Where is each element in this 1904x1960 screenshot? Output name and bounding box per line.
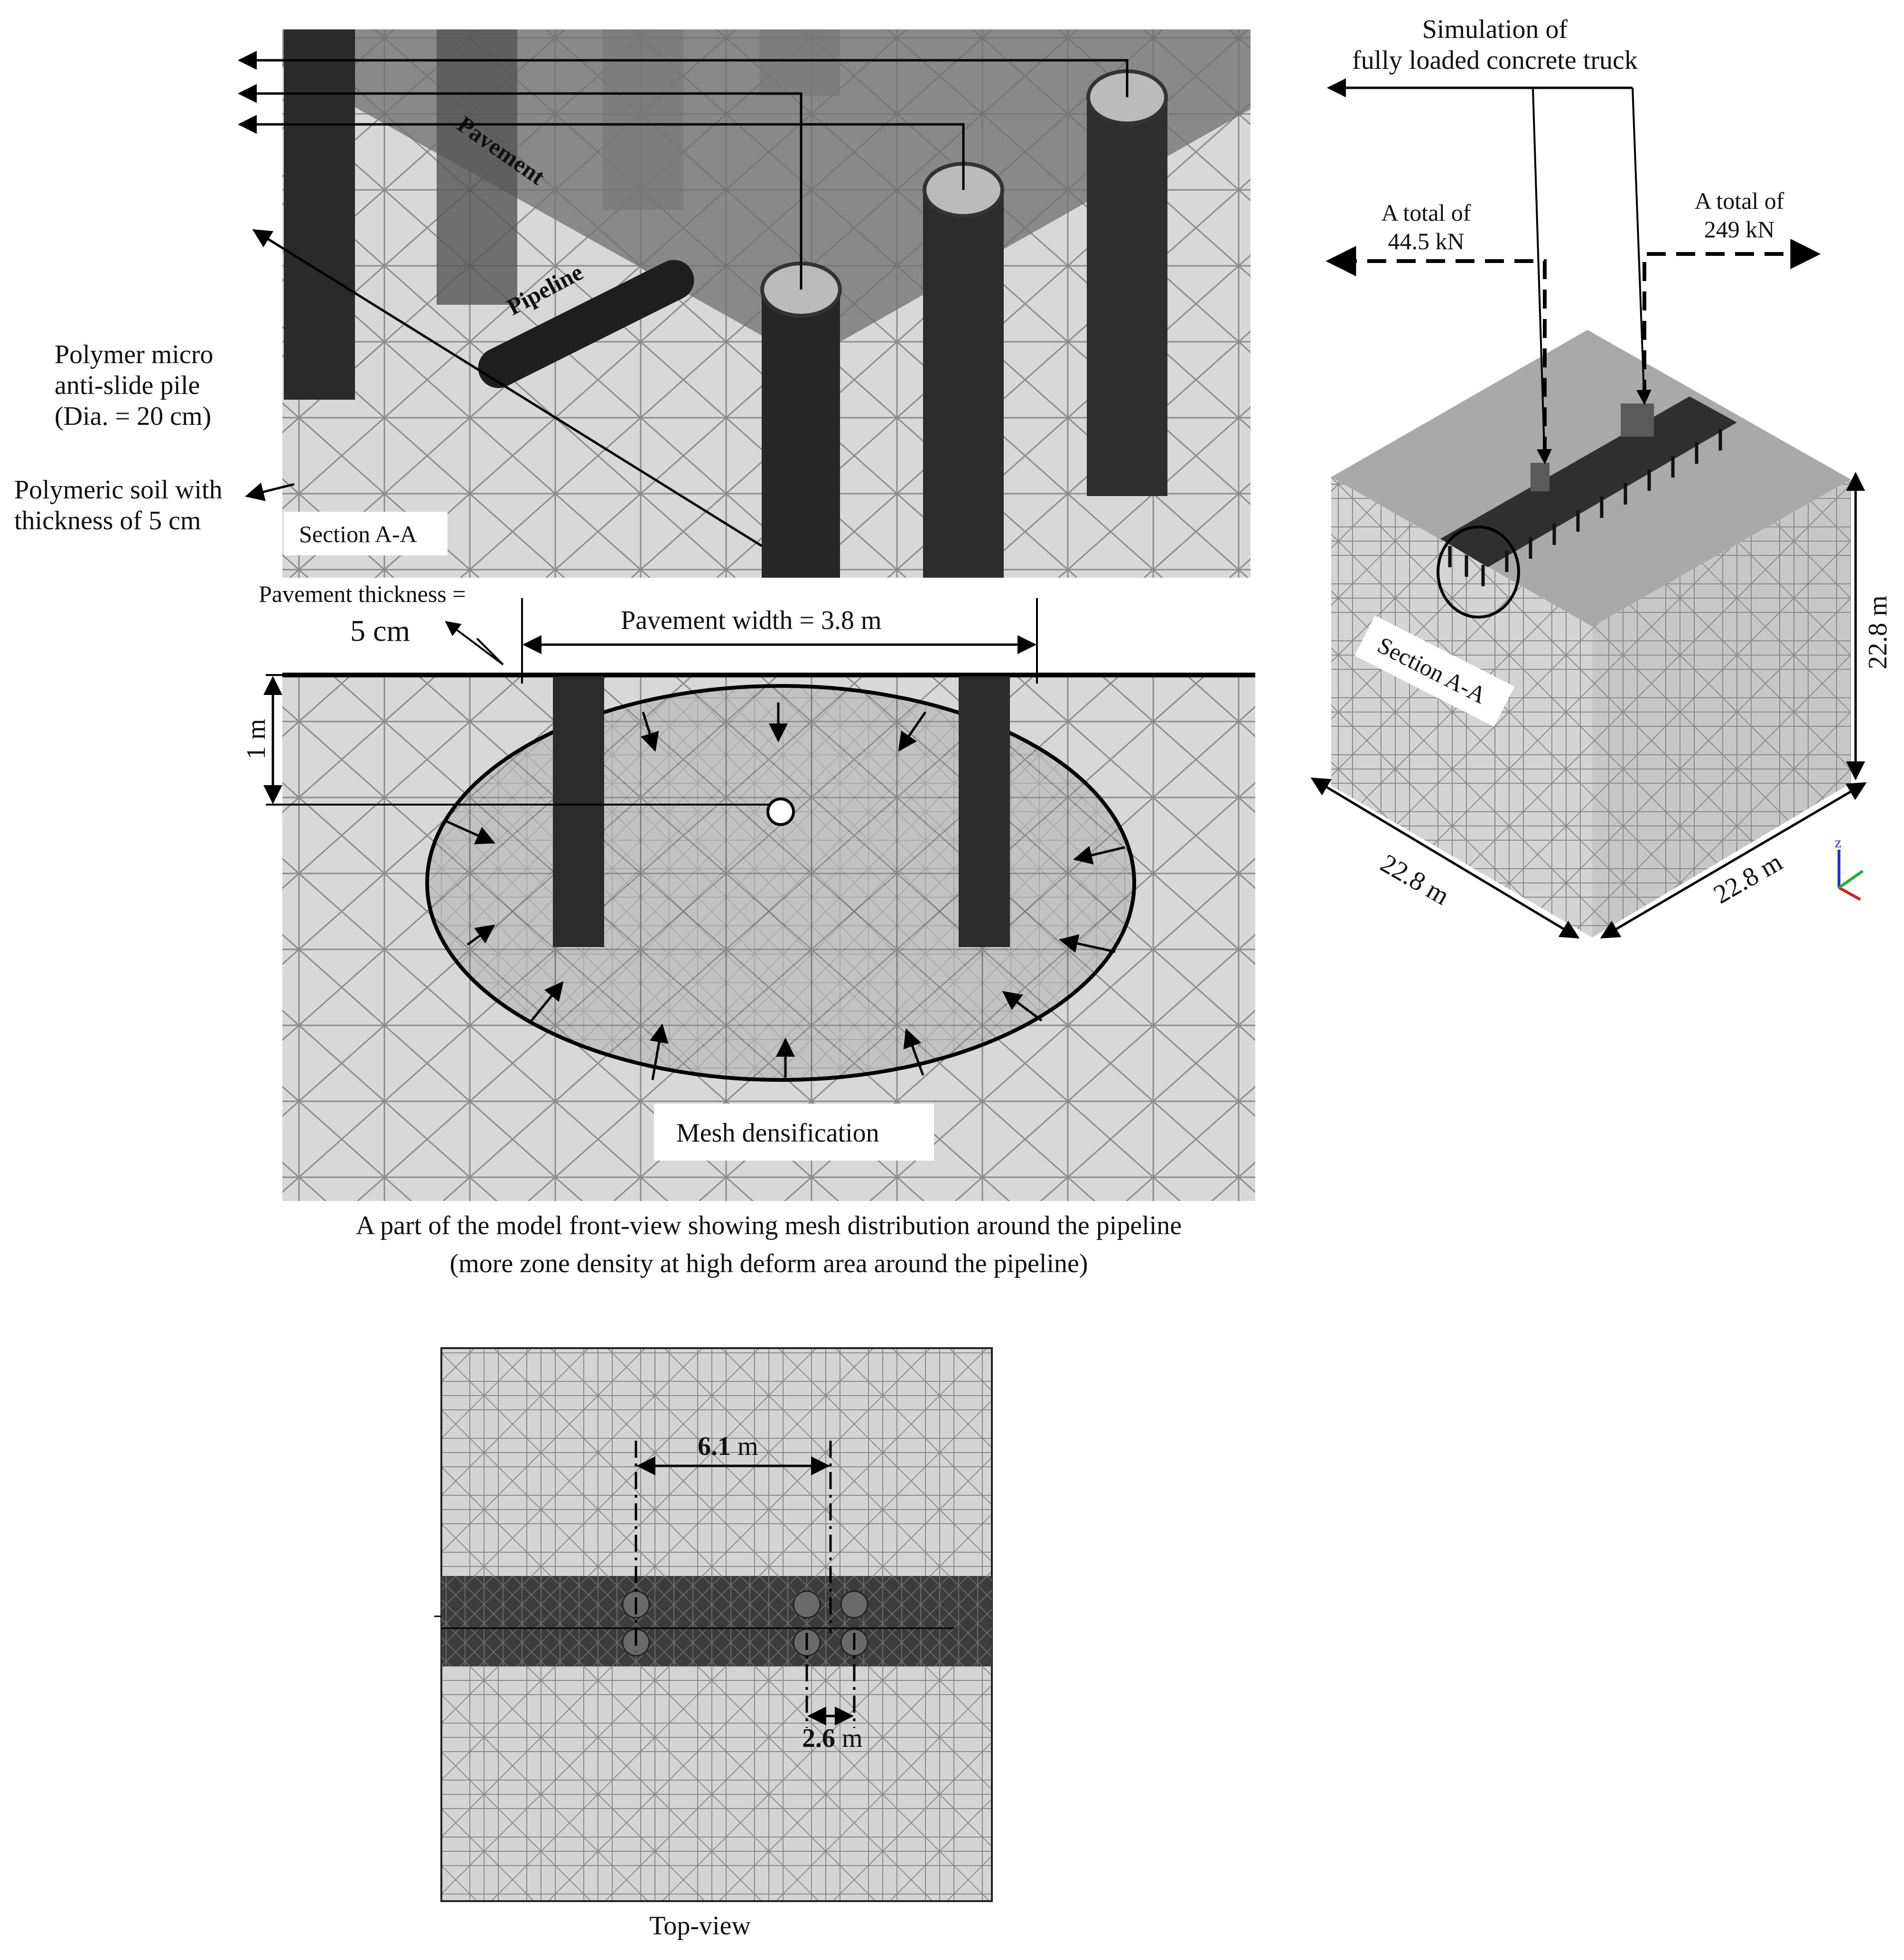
axis-triad-icon: z xyxy=(1835,834,1864,901)
pile-label-2: anti-slide pile xyxy=(55,371,200,400)
width-right-dimension xyxy=(1600,782,1867,939)
truck-label-1: Simulation of xyxy=(1422,15,1568,44)
load-left-dashed-arrow xyxy=(1325,246,1547,456)
front-pile-right xyxy=(959,676,1010,947)
pile-label-1: Polymer micro xyxy=(55,340,213,369)
dense-zone xyxy=(427,686,1134,1080)
top-view-caption: Top-view xyxy=(649,1911,751,1941)
polymeric-soil-label-1: Polymeric soil with xyxy=(14,475,223,505)
pipeline-section xyxy=(766,797,795,826)
cube-pile-row xyxy=(1448,429,1722,586)
pile-front-2 xyxy=(923,190,1004,578)
pile-left xyxy=(284,29,355,400)
thickness-tick xyxy=(476,638,504,666)
mesh-densification-label: Mesh densification xyxy=(676,1118,879,1148)
truck-leader-a xyxy=(1532,87,1552,465)
depth-label: 1 m xyxy=(242,719,271,760)
axis-z-label: z xyxy=(1835,834,1841,851)
model-3d-panel: Section A-A Simulation of fully loaded c… xyxy=(1310,15,1893,939)
truck-load-left xyxy=(1531,463,1549,491)
width-left-dimension xyxy=(1310,777,1580,939)
front-pile-left xyxy=(553,676,604,947)
front-view-panel: Pavement width = 3.8 m Pavement thicknes… xyxy=(242,581,1255,1278)
pavement-thickness-value: 5 cm xyxy=(350,614,410,647)
top-view-centerlines xyxy=(635,1441,856,1728)
top-dim-2-6-label: 2.6 m xyxy=(802,1724,863,1753)
front-view-caption-1: A part of the model front-view showing m… xyxy=(356,1211,1182,1240)
pile-leader-3 xyxy=(238,51,1129,97)
truck-leader-b xyxy=(1632,87,1652,405)
pile-leader-1 xyxy=(238,84,803,290)
section-tag-box xyxy=(284,512,448,555)
top-view-panel: 6.1 m 2.6 m Top-view xyxy=(434,1347,993,1941)
pile-front-3 xyxy=(1087,97,1167,496)
top-view-pavement-band xyxy=(441,1576,992,1666)
pile-label-3: (Dia. = 20 cm) xyxy=(55,402,211,431)
pile-back xyxy=(759,29,840,96)
load-right-dashed-arrow xyxy=(1643,239,1821,399)
load-left-label-1: A total of xyxy=(1381,199,1471,226)
front-view-caption-2: (more zone density at high deform area a… xyxy=(449,1249,1088,1278)
load-right-label-2: 249 kN xyxy=(1704,216,1775,243)
thickness-leader xyxy=(445,621,504,666)
section-3d-panel: Pipeline Pavement Section A-A Polymer mi… xyxy=(14,29,1251,578)
pile-back xyxy=(603,29,683,210)
section-tag: Section A-A xyxy=(299,521,417,547)
mesh-label-box xyxy=(654,1104,934,1161)
section-a-a-circle xyxy=(1437,525,1520,619)
height-label: 22.8 m xyxy=(1863,595,1893,669)
pile-front-1 xyxy=(762,290,840,578)
load-right-label-1: A total of xyxy=(1695,188,1784,214)
densification-arrows xyxy=(445,703,1125,1080)
mesh-densification-ellipse xyxy=(425,684,1136,1082)
polymeric-leader xyxy=(245,482,295,501)
pipeline xyxy=(478,260,694,388)
truck-load-right xyxy=(1621,403,1654,437)
truck-label-2: fully loaded concrete truck xyxy=(1352,46,1638,75)
pavement-width-label: Pavement width = 3.8 m xyxy=(621,606,882,635)
load-left-label-2: 44.5 kN xyxy=(1388,228,1464,254)
pavement-slab xyxy=(282,29,1251,361)
pile-back xyxy=(437,29,517,305)
width-left-label: 22.8 m xyxy=(1376,849,1455,911)
top-dim-6-1-label: 6.1 m xyxy=(698,1432,758,1461)
polymeric-soil-label-2: thickness of 5 cm xyxy=(14,506,201,535)
cube-pavement-band xyxy=(1440,396,1737,567)
soil-leader xyxy=(252,229,763,547)
pavement-thickness-label: Pavement thickness = xyxy=(259,581,466,607)
